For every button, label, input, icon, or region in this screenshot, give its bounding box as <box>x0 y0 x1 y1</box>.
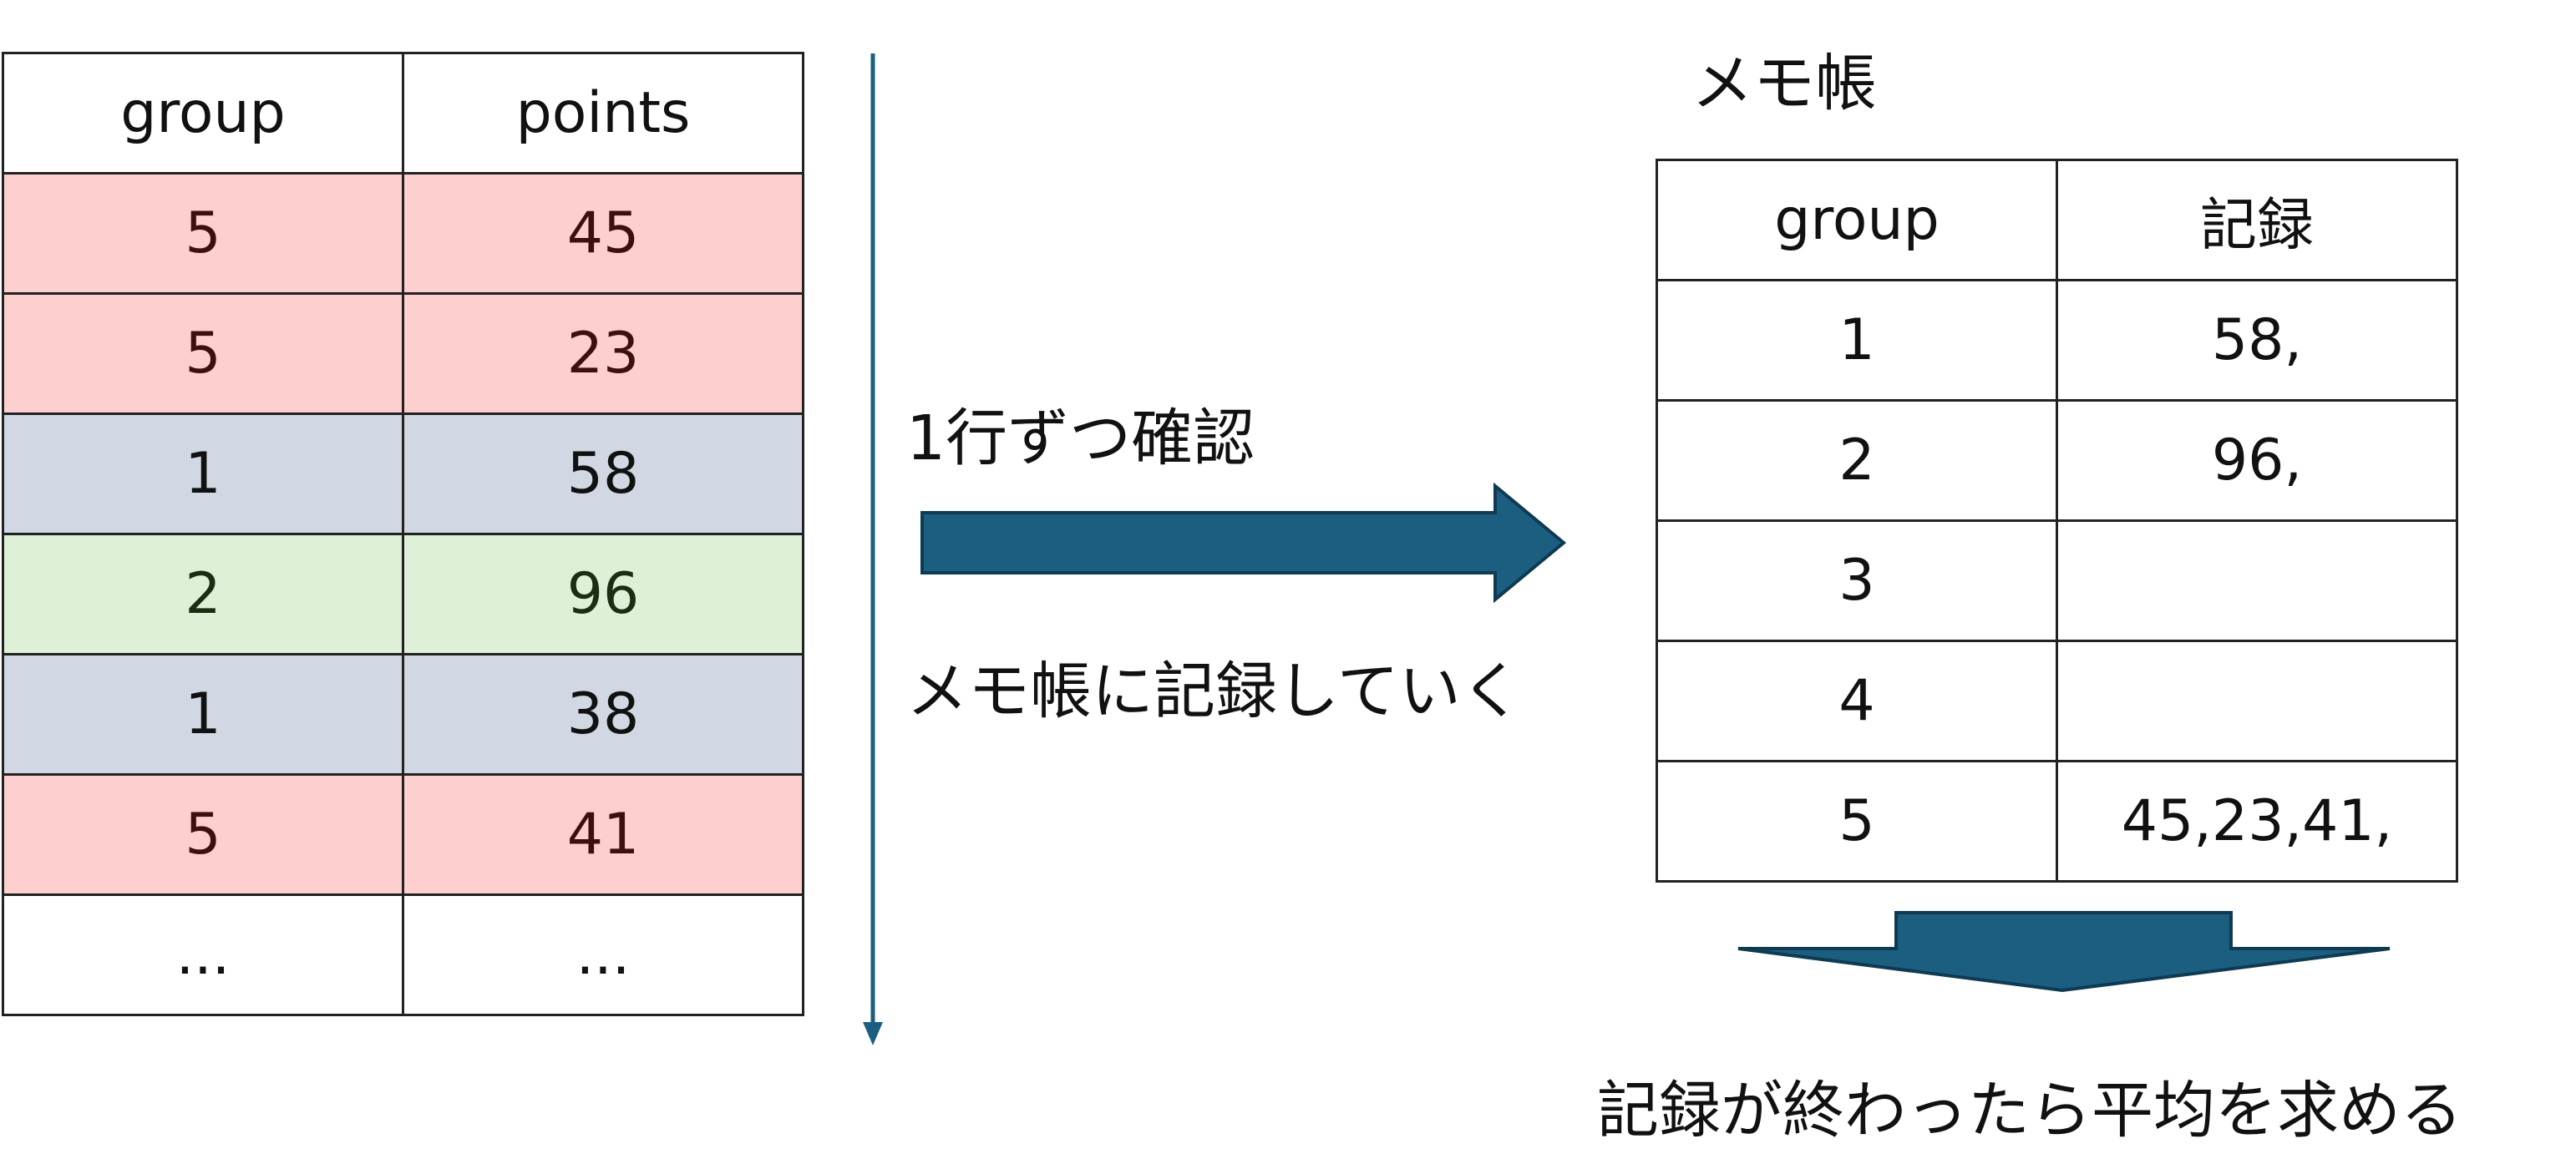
cell-record <box>2056 640 2458 762</box>
table-header-row: group 記録 <box>1656 159 2458 281</box>
table-row: 2 96 <box>2 533 804 655</box>
cell-group: ... <box>2 893 404 1016</box>
table-row: 1 58, <box>1656 279 2458 402</box>
cell-group: 1 <box>2 412 404 535</box>
right-block-arrow <box>920 482 1567 604</box>
header-record: 記録 <box>2056 159 2458 281</box>
table-row: 5 41 <box>2 773 804 896</box>
table-row: 3 <box>1656 519 2458 642</box>
step-label: 1行ずつ確認 <box>906 402 1255 474</box>
header-group: group <box>2 52 404 175</box>
cell-group: 4 <box>1656 640 2058 762</box>
header-points: points <box>402 52 804 175</box>
table-row: 1 38 <box>2 653 804 776</box>
table-row: 2 96, <box>1656 399 2458 522</box>
table-row: 1 58 <box>2 412 804 535</box>
cell-record: 45,23,41, <box>2056 760 2458 883</box>
cell-group: 5 <box>1656 760 2058 883</box>
table-row: 5 45,23,41, <box>1656 760 2458 883</box>
cell-points: 38 <box>402 653 804 776</box>
memo-table: group 記録 1 58, 2 96, 3 4 5 45,23,41, <box>1656 159 2458 883</box>
header-group: group <box>1656 159 2058 281</box>
cell-group: 2 <box>2 533 404 655</box>
cell-points: 58 <box>402 412 804 535</box>
memo-title: メモ帳 <box>1691 48 1877 119</box>
cell-group: 1 <box>1656 279 2058 402</box>
cell-group: 1 <box>2 653 404 776</box>
source-table: group points 5 45 5 23 1 58 2 96 1 38 5 … <box>2 52 804 1016</box>
final-label: 記録が終わったら平均を求める <box>1597 1075 2462 1146</box>
cell-record: 96, <box>2056 399 2458 522</box>
cell-points: 45 <box>402 172 804 295</box>
table-row: 5 45 <box>2 172 804 295</box>
scan-down-arrow <box>863 53 883 1045</box>
record-label: メモ帳に記録していく <box>906 655 1523 727</box>
table-row: 5 23 <box>2 292 804 415</box>
cell-record: 58, <box>2056 279 2458 402</box>
cell-points: 41 <box>402 773 804 896</box>
cell-group: 3 <box>1656 519 2058 642</box>
down-block-arrow <box>1737 911 2391 993</box>
cell-group: 5 <box>2 292 404 415</box>
table-row: ... ... <box>2 893 804 1016</box>
cell-group: 2 <box>1656 399 2058 522</box>
cell-record <box>2056 519 2458 642</box>
cell-group: 5 <box>2 773 404 896</box>
table-header-row: group points <box>2 52 804 175</box>
cell-group: 5 <box>2 172 404 295</box>
table-row: 4 <box>1656 640 2458 762</box>
cell-points: ... <box>402 893 804 1016</box>
cell-points: 96 <box>402 533 804 655</box>
cell-points: 23 <box>402 292 804 415</box>
